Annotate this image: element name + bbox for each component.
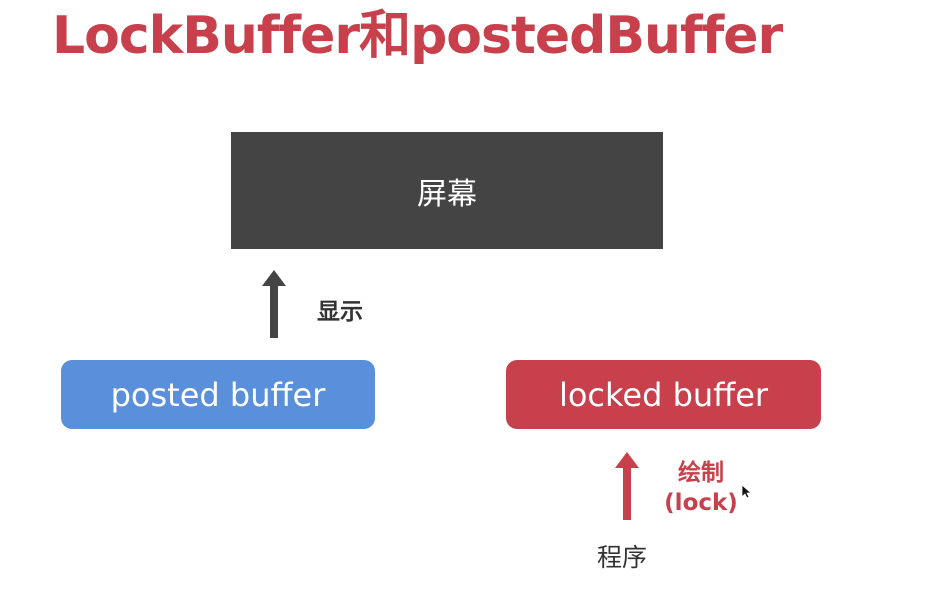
display-arrow-icon — [262, 270, 286, 338]
draw-label-line2: (lock) — [664, 490, 738, 516]
screen-label: 屏幕 — [417, 176, 477, 212]
display-label: 显示 — [317, 299, 363, 325]
draw-arrow-icon — [615, 452, 639, 520]
locked-buffer-box: locked buffer — [506, 360, 821, 429]
posted-buffer-label: posted buffer — [110, 375, 326, 414]
slide-title: LockBuffer和postedBuffer — [52, 6, 783, 66]
locked-buffer-label: locked buffer — [558, 375, 769, 414]
draw-label: 绘制 (lock) — [664, 458, 738, 518]
mouse-cursor-icon — [742, 485, 752, 499]
draw-arrow-shape — [615, 452, 639, 520]
draw-label-line1: 绘制 — [678, 460, 724, 486]
program-label: 程序 — [597, 543, 648, 572]
screen-box: 屏幕 — [231, 132, 663, 249]
display-arrow-shape — [262, 270, 286, 338]
posted-buffer-box: posted buffer — [61, 360, 375, 429]
